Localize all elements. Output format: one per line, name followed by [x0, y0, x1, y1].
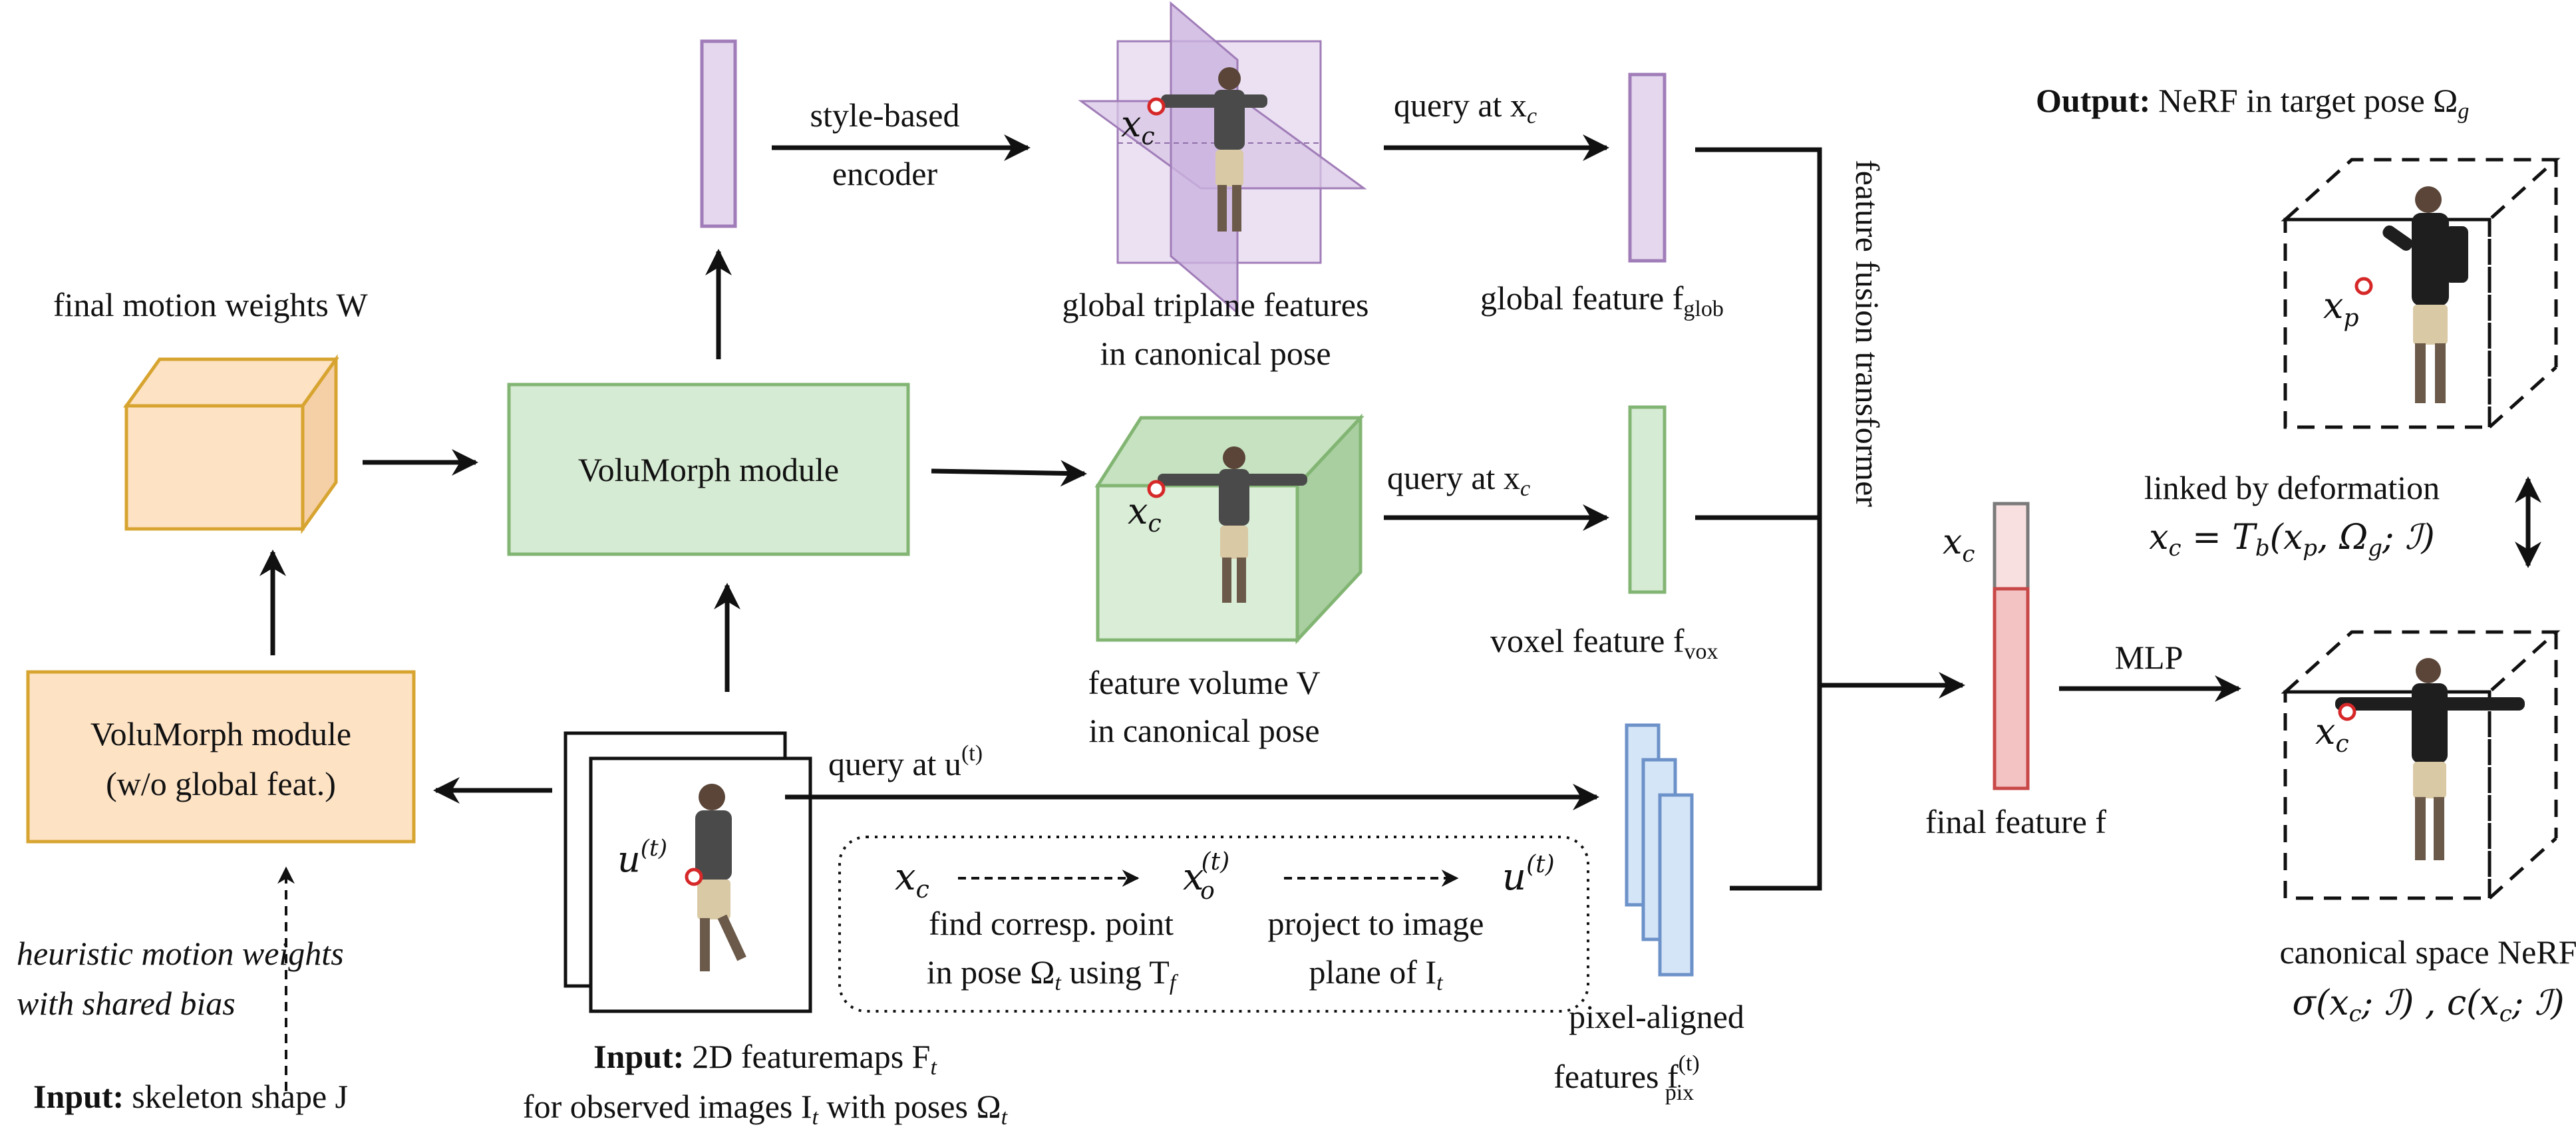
volume-xc-label: xc	[1128, 490, 1162, 538]
output-xp-label: xp	[2323, 285, 2359, 332]
volumorph-module-center	[507, 383, 910, 556]
heuristic-line2: with shared bias	[17, 985, 236, 1022]
voxel-feature-label: voxel feature fvox	[1490, 622, 1718, 664]
volumorph-left-line2: (w/o global feat.)	[106, 765, 336, 802]
person-figure-triplane	[1161, 67, 1267, 232]
person-figure-canonical	[2335, 658, 2525, 860]
pixel-features-line1: pixel-aligned	[1569, 998, 1744, 1035]
canonical-nerf-line2: σ(xc; ℐ) , c(xc; ℐ)	[2292, 983, 2564, 1027]
motion-weights-label: final motion weights W	[53, 286, 368, 323]
global-feature-label: global feature fglob	[1480, 279, 1724, 321]
triplane-label-line2: in canonical pose	[1100, 335, 1331, 372]
style-encoder-line1: style-based	[810, 96, 960, 134]
image-query-point	[685, 868, 703, 886]
feature-volume-line1: feature volume V	[1088, 664, 1321, 701]
input-skeleton-label: Input:skeleton shape J	[33, 1078, 348, 1115]
heuristic-line1: heuristic motion weights	[17, 935, 344, 972]
style-encoder-line2: encoder	[832, 155, 938, 192]
feature-volume-cube	[1094, 413, 1365, 645]
corr-xc: xc	[895, 856, 929, 903]
linked-line1: linked by deformation	[2144, 469, 2440, 506]
corr-step1-line2: in pose Ωt using Tf	[927, 953, 1179, 995]
motion-weights-cube	[123, 354, 339, 534]
corr-xo: x(t)o	[1183, 848, 1229, 905]
query-pix-label: query at u(t)	[828, 741, 983, 782]
correspondence-box	[838, 836, 1589, 1013]
latent-code-bar	[700, 39, 737, 228]
image-u-label: u(t)	[617, 835, 667, 880]
output-query-point	[2354, 277, 2373, 295]
pixel-features-line2: features f(t)pix	[1553, 1051, 1699, 1105]
person-figure-output	[2382, 186, 2468, 403]
query-vox-label: query at xc	[1387, 459, 1530, 501]
voxel-feature-bar	[1628, 405, 1667, 594]
mlp-label: MLP	[2115, 639, 2183, 676]
volumorph-module-left	[26, 670, 416, 844]
pixel-features-stack	[1625, 723, 1694, 977]
person-figure-volume	[1158, 446, 1307, 603]
final-feature-label: final feature f	[1925, 803, 2106, 840]
triplane-xc-label: xc	[1121, 103, 1155, 150]
linked-line2: xc = Tb(xp, Ωg; ℐ)	[2149, 518, 2435, 562]
corr-step2-line1: project to image	[1268, 905, 1484, 942]
final-feature-xc-segment	[1993, 502, 2030, 591]
volumorph-center-label: VoluMorph module	[578, 451, 839, 488]
final-feature-xc: xc	[1943, 522, 1975, 567]
triplane-query-point	[1147, 97, 1166, 116]
global-feature-bar	[1628, 73, 1667, 263]
feature-volume-line2: in canonical pose	[1088, 712, 1319, 749]
input-images-line1: Input:2D featuremaps Ft	[593, 1038, 937, 1080]
canonical-query-point	[2338, 703, 2356, 721]
arrow-to-feature-volume	[931, 460, 1087, 487]
canonical-nerf-line1: canonical space NeRF	[2279, 933, 2576, 971]
volumorph-left-line1: VoluMorph module	[90, 715, 351, 752]
fusion-label: feature fusion transformer	[1849, 160, 1886, 507]
input-images-line2: for observed images It with poses Ωt	[523, 1088, 1009, 1130]
volume-query-point	[1147, 480, 1166, 498]
corr-step1-line1: find corresp. point	[929, 905, 1174, 942]
corr-u: u(t)	[1502, 851, 1555, 899]
canonical-xc-label: xc	[2315, 711, 2349, 758]
query-glob-label: query at xc	[1394, 86, 1537, 128]
triplane-label-line1: global triplane features	[1062, 286, 1369, 323]
corr-step2-line2: plane of It	[1309, 953, 1444, 995]
final-feature-bar	[1993, 587, 2030, 790]
person-figure-input	[695, 784, 746, 971]
fusion-connectors	[1695, 147, 1822, 891]
output-label: Output:NeRF in target pose Ωg	[2036, 82, 2469, 124]
